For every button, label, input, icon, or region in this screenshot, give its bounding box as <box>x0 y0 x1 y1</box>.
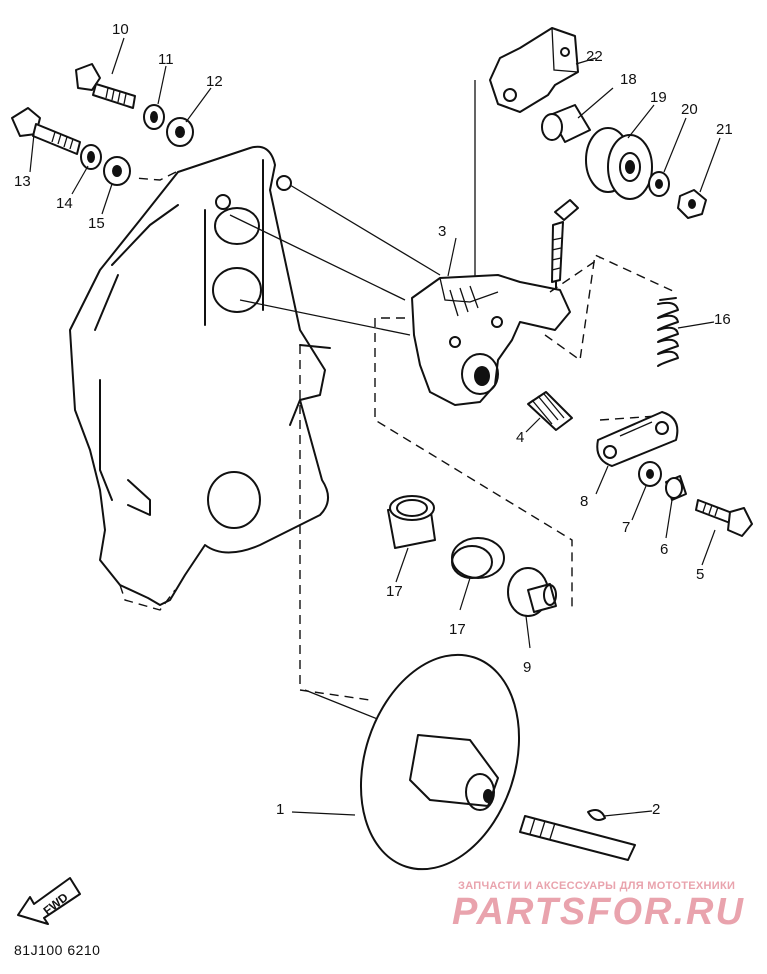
part-20-washer <box>648 171 670 197</box>
watermark-logo: PARTSFOR.RU <box>452 891 745 933</box>
part-12-washer <box>166 117 194 147</box>
part-16-spring <box>657 297 679 367</box>
watermark-caption: ЗАПЧАСТИ И АКСЕССУАРЫ ДЛЯ МОТОТЕХНИКИ <box>458 880 736 892</box>
housing-phantom-outline <box>119 171 371 701</box>
callout-2: 2 <box>652 801 661 818</box>
part-17-bushing-upper <box>387 495 436 549</box>
callout-7: 7 <box>622 519 631 536</box>
part-2-key <box>587 809 606 821</box>
callout-20: 20 <box>681 101 698 118</box>
part-13-bolt <box>11 107 81 155</box>
callout-leader-lines <box>29 37 721 817</box>
callout-9: 9 <box>523 659 532 676</box>
part-17-bushing-lower <box>451 537 505 579</box>
part-11-lock-washer <box>143 104 165 130</box>
callout-17-upper: 17 <box>386 583 403 600</box>
callout-8: 8 <box>580 493 589 510</box>
callout-11: 11 <box>158 51 174 68</box>
drive-shaft <box>519 815 636 861</box>
part-6-collar <box>665 475 687 501</box>
assembly-guide-lines <box>229 80 476 723</box>
callout-10: 10 <box>112 21 129 38</box>
callout-4: 4 <box>516 429 525 446</box>
part-7-washer <box>638 461 662 487</box>
part-18-collar <box>541 104 591 143</box>
fwd-direction-arrow <box>17 877 81 925</box>
callout-12: 12 <box>206 73 223 90</box>
callout-13: 13 <box>14 173 31 190</box>
part-4-adjuster <box>527 391 573 431</box>
callout-1: 1 <box>276 801 285 818</box>
part-9-pin <box>507 567 557 617</box>
part-1-sheave <box>359 653 521 871</box>
callout-18: 18 <box>620 71 637 88</box>
callout-19: 19 <box>650 89 667 106</box>
part-22-bracket <box>489 27 579 113</box>
part-15-washer <box>103 156 131 186</box>
diagram-code: 81J100 6210 <box>14 942 101 958</box>
part-21-nut <box>677 189 707 219</box>
callout-15: 15 <box>88 215 105 232</box>
callout-21: 21 <box>716 121 733 138</box>
callout-6: 6 <box>660 541 669 558</box>
cable-end <box>551 199 579 299</box>
mounting-bracket-housing <box>69 145 331 606</box>
part-10-bolt <box>75 63 136 109</box>
part-19-roller <box>585 127 653 200</box>
callout-5: 5 <box>696 566 705 583</box>
callout-14: 14 <box>56 195 73 212</box>
part-14-lock-washer <box>80 144 102 170</box>
callout-22: 22 <box>586 48 603 65</box>
part-8-link-plate <box>596 411 679 467</box>
callout-3: 3 <box>438 223 447 240</box>
callout-17-lower: 17 <box>449 621 466 638</box>
part-5-bolt <box>695 499 753 537</box>
part-3-pivot-arm <box>411 274 571 406</box>
callout-16: 16 <box>714 311 731 328</box>
